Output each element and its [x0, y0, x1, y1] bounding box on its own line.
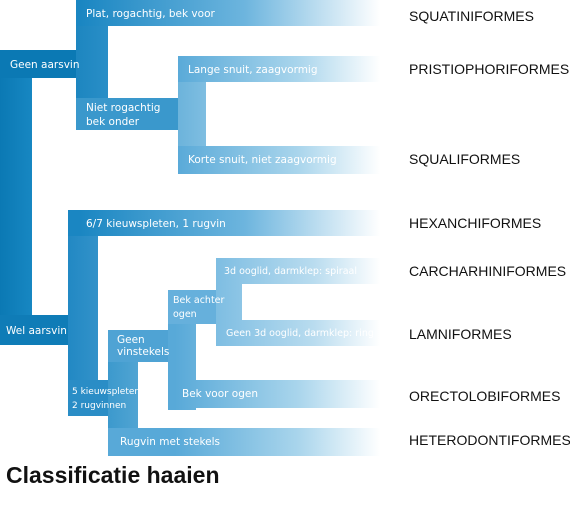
label-plat: Plat, rogachtig, bek voor	[86, 8, 215, 20]
branch-ooglid-spiraal	[216, 258, 380, 284]
taxon-carcharhiniformes: CARCHARHINIFORMES	[409, 263, 566, 279]
label-rugvin-stekels: Rugvin met stekels	[120, 436, 220, 448]
label-ooglid-spiraal: 3d ooglid, darmklep: spiraal	[224, 266, 357, 277]
label-vijf-kieuw-2: 2 rugvinnen	[72, 401, 126, 411]
label-bek-achter-1: Bek achter	[173, 295, 225, 306]
label-geen-aarsvin: Geen aarsvin	[10, 59, 80, 71]
branch-lange-snuit	[178, 56, 380, 82]
node-box-wel-aarsvin	[0, 315, 70, 345]
label-bek-voor: Bek voor ogen	[182, 388, 258, 400]
node-box-bek-achter	[168, 290, 222, 324]
taxon-hexanchiformes: HEXANCHIFORMES	[409, 215, 541, 231]
branch-ooglid-ring	[216, 320, 380, 346]
branch-korte-snuit	[178, 146, 380, 174]
label-kieuwspleten-67: 6/7 kieuwspleten, 1 rugvin	[86, 218, 226, 230]
taxon-squaliformes: SQUALIFORMES	[409, 151, 520, 167]
label-niet-rogachtig-2: bek onder	[86, 116, 140, 128]
taxon-orectolobiformes: ORECTOLOBIFORMES	[409, 388, 560, 404]
label-bek-achter-2: ogen	[173, 309, 197, 320]
label-wel-aarsvin: Wel aarsvin	[6, 325, 67, 337]
taxon-heterodontiformes: HETERODONTIFORMES	[409, 432, 570, 448]
branch-plat	[76, 0, 380, 26]
node-box-geen-aarsvin	[0, 50, 80, 78]
label-ooglid-ring: Geen 3d ooglid, darmklep: ring	[226, 328, 374, 339]
taxon-lamniformes: LAMNIFORMES	[409, 326, 512, 342]
label-lange-snuit: Lange snuit, zaagvormig	[188, 64, 318, 76]
taxon-pristiophoriformes: PRISTIOPHORIFORMES	[409, 61, 569, 77]
label-korte-snuit: Korte snuit, niet zaagvormig	[188, 154, 337, 166]
node-box-geen-vinstekels	[108, 330, 176, 362]
label-vijf-kieuw-1: 5 kieuwspleten	[72, 387, 140, 397]
label-niet-rogachtig-1: Niet rogachtig	[86, 102, 160, 114]
root-stem	[0, 50, 32, 345]
branch-rugvin-stekels	[108, 428, 380, 456]
label-geen-vinstekels-1: Geen	[117, 334, 145, 346]
label-geen-vinstekels-2: vinstekels	[117, 346, 169, 358]
branch-hexanchi	[68, 210, 380, 236]
taxon-squatiniformes: SQUATINIFORMES	[409, 8, 534, 24]
branch-bek-voor	[168, 380, 380, 408]
diagram-title: Classificatie haaien	[6, 462, 220, 488]
